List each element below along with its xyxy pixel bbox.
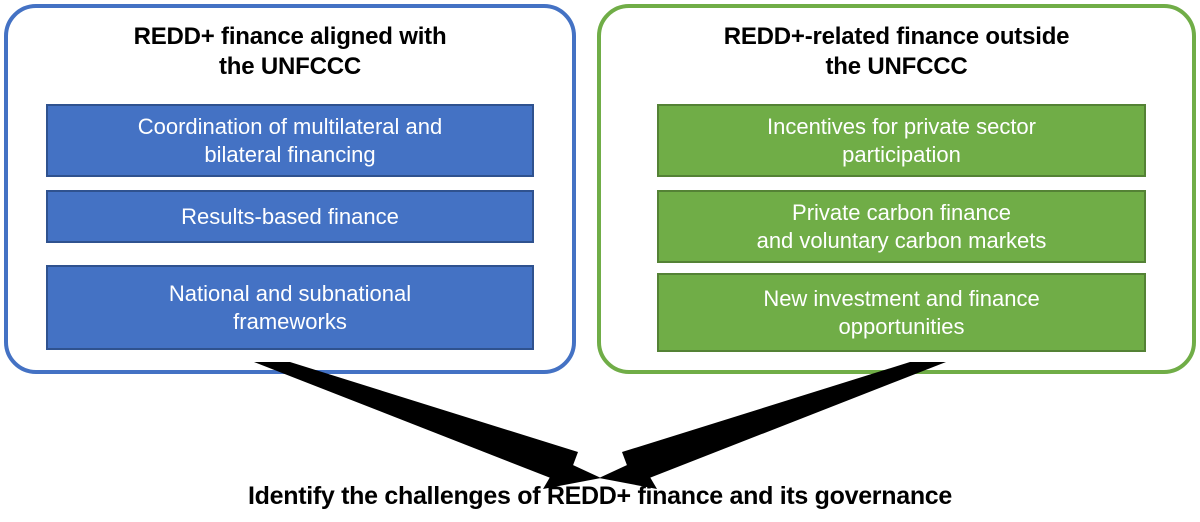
conclusion-statement: Identify the challenges of REDD+ finance… <box>248 482 952 510</box>
item-box-label: Incentives for private sector participat… <box>766 113 1036 167</box>
item-box-incentives-for-private-sector-participation[interactable]: Incentives for private sector participat… <box>657 104 1146 177</box>
item-box-coordination-of-multilateral-and-bilateral-financing[interactable]: Coordination of multilateral and bilater… <box>46 104 534 177</box>
panel-title-unfccc: REDD+ finance aligned with the UNFCCC <box>133 23 447 80</box>
item-box-label: Coordination of multilateral and bilater… <box>137 113 443 167</box>
item-box-label: Private carbon finance and voluntary car… <box>756 199 1047 253</box>
item-box-results-based-finance[interactable]: Results-based finance <box>46 190 534 243</box>
item-box-private-carbon-finance-and-voluntary-carbon-markets[interactable]: Private carbon finance and voluntary car… <box>657 190 1146 263</box>
item-box-national-and-subnational-frameworks[interactable]: National and subnational frameworks <box>46 265 534 350</box>
arrow-from-unfccc-panel-icon <box>254 362 601 489</box>
item-box-label: National and subnational frameworks <box>168 280 412 334</box>
arrow-from-outside-panel-icon <box>599 362 946 489</box>
panel-title-outside: REDD+-related finance outside the UNFCCC <box>723 23 1070 80</box>
item-box-new-investment-and-finance-opportunities[interactable]: New investment and finance opportunities <box>657 273 1146 352</box>
item-box-label: Results-based finance <box>181 203 399 229</box>
item-box-label: New investment and finance opportunities <box>763 285 1040 339</box>
